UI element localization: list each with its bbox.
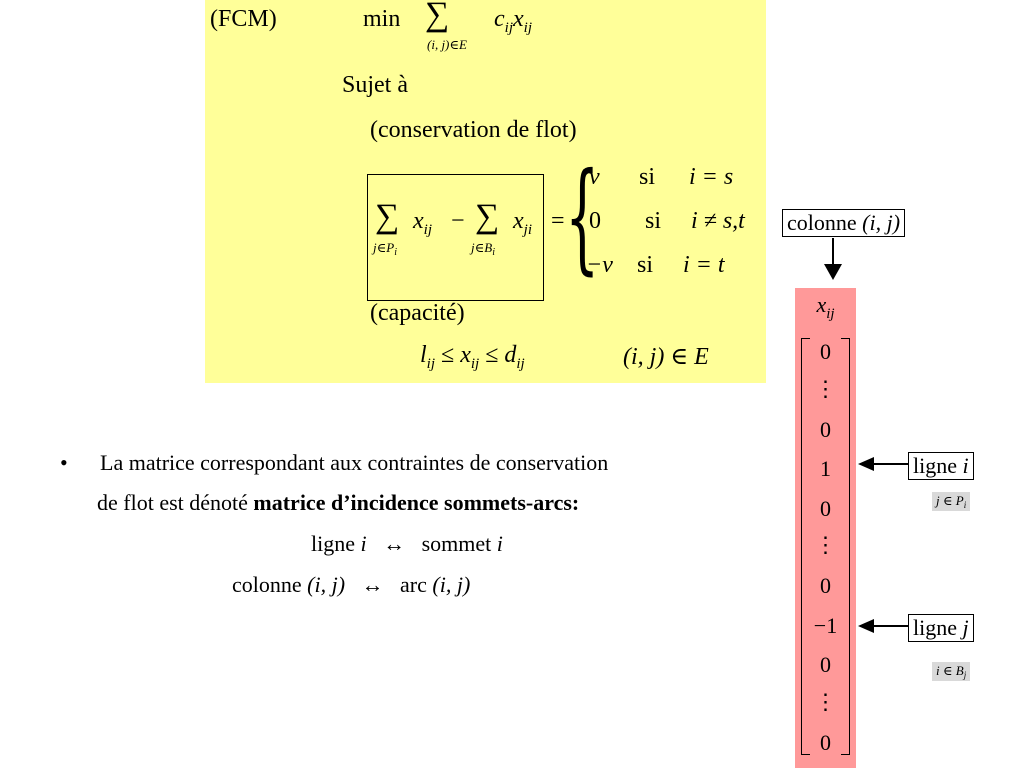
case2-value: 0 — [589, 208, 601, 234]
sum2-term: xji — [513, 208, 532, 238]
vector-entry: 0 — [820, 417, 831, 442]
subject-to: Sujet à — [342, 72, 408, 98]
problem-label: (FCM) — [210, 6, 277, 32]
sum1-index: j∈Pi — [373, 240, 397, 258]
mapping-column-arc: colonne (i, j) ↔ arc (i, j) — [232, 572, 471, 597]
case3-si: si — [637, 252, 654, 278]
vector-entry: 0 — [820, 339, 831, 364]
bullet-marker: • — [60, 450, 68, 475]
objective-min: min — [363, 6, 401, 32]
column-arrow-shaft — [832, 238, 834, 268]
row-i-tag: j ∈ Pi — [932, 492, 971, 511]
sum2-index: j∈Bi — [471, 240, 495, 258]
vector-header: xij — [816, 292, 835, 322]
column-label: colonne (i, j) — [782, 209, 906, 237]
objective-term: cijxij — [494, 6, 532, 36]
sum1-term: xij — [413, 208, 432, 238]
case1-si: si — [639, 164, 656, 190]
objective-sum-symbol: ∑ — [425, 0, 450, 33]
bullet-line-1: La matrice correspondant aux contraintes… — [100, 450, 609, 475]
row-j-tag: i ∈ Bj — [932, 662, 971, 681]
capacity-heading: (capacité) — [370, 300, 465, 326]
sum2-symbol: ∑ — [475, 198, 500, 235]
minus-sign: − — [451, 208, 465, 234]
vector-entry: 0 — [820, 496, 831, 521]
case2-condition: i ≠ s,t — [691, 208, 745, 234]
vector-entry: 0 — [820, 652, 831, 677]
vector-entry: 0 — [820, 573, 831, 598]
case3-value: −v — [586, 252, 613, 278]
case1-value: v — [589, 164, 600, 190]
vector-entry: ⋮ — [814, 689, 837, 714]
vector-entry-row-i: 1 — [820, 456, 831, 481]
incidence-column-vector: xij 0 ⋮ 0 1 0 ⋮ 0 −1 0 ⋮ 0 — [795, 288, 856, 768]
vector-entry: 0 — [820, 730, 831, 755]
objective-sum-index: (i, j)∈E — [427, 37, 467, 52]
vector-right-bracket — [841, 338, 850, 755]
row-i-arrow — [858, 457, 908, 471]
vector-left-bracket — [801, 338, 810, 755]
case2-si: si — [645, 208, 662, 234]
bullet-line-2: de flot est dénoté matrice d’incidence s… — [97, 490, 580, 515]
fcm-formulation-panel: (FCM) min ∑ (i, j)∈E cijxij Sujet à (con… — [205, 0, 766, 383]
row-j-label: ligne j — [908, 614, 974, 642]
equals-sign: = — [551, 208, 565, 234]
case3-condition: i = t — [683, 252, 725, 278]
vector-entry-row-j: −1 — [813, 613, 838, 638]
conservation-constraint-box — [367, 174, 544, 301]
conservation-heading: (conservation de flot) — [370, 117, 577, 143]
column-arrow-head — [824, 264, 842, 280]
vector-entry: ⋮ — [814, 376, 837, 401]
cases-brace: { — [565, 148, 600, 287]
sum1-symbol: ∑ — [375, 198, 400, 235]
vector-entry: ⋮ — [814, 532, 837, 557]
row-i-label: ligne i — [908, 452, 974, 480]
capacity-constraint: lij ≤ xij ≤ dij — [420, 342, 525, 372]
case1-condition: i = s — [689, 164, 734, 190]
row-j-arrow — [858, 619, 908, 633]
capacity-domain: (i, j) ∈ E — [623, 344, 709, 370]
mapping-row-vertex: ligne i ↔ sommet i — [311, 531, 503, 556]
